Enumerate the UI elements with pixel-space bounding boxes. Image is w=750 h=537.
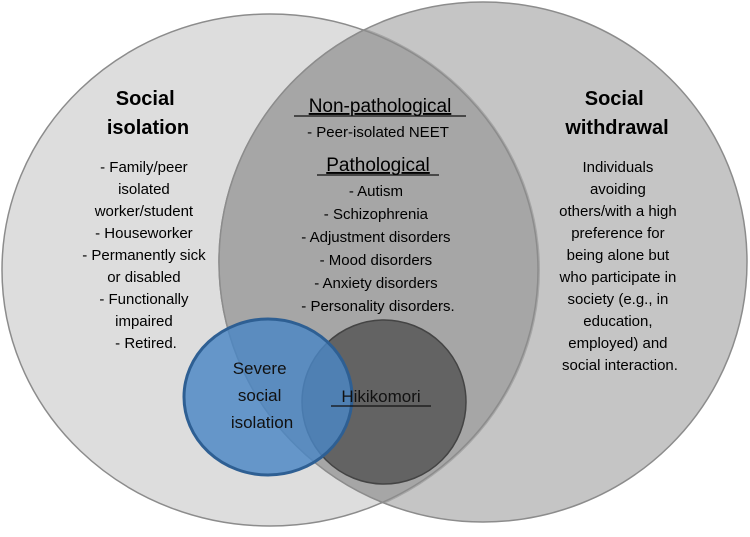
social-withdrawal-title: Social withdrawal <box>564 88 668 139</box>
social-isolation-items: - Family/peer isolated worker/student - … <box>82 159 210 352</box>
hikikomori-label: Hikikomori <box>341 387 420 406</box>
social-isolation-title: Social isolation <box>107 88 189 139</box>
social-withdrawal-description: Individuals avoiding others/with a high … <box>559 159 681 374</box>
non-pathological-heading: Non-pathological <box>309 96 452 117</box>
non-pathological-item: - Peer-isolated NEET <box>307 124 449 141</box>
severe-social-isolation-circle <box>182 317 354 477</box>
severe-social-isolation-label: Severe social isolation <box>231 359 293 432</box>
pathological-heading: Pathological <box>326 155 430 176</box>
pathological-items: - Autism - Schizophrenia - Adjustment di… <box>301 183 454 315</box>
